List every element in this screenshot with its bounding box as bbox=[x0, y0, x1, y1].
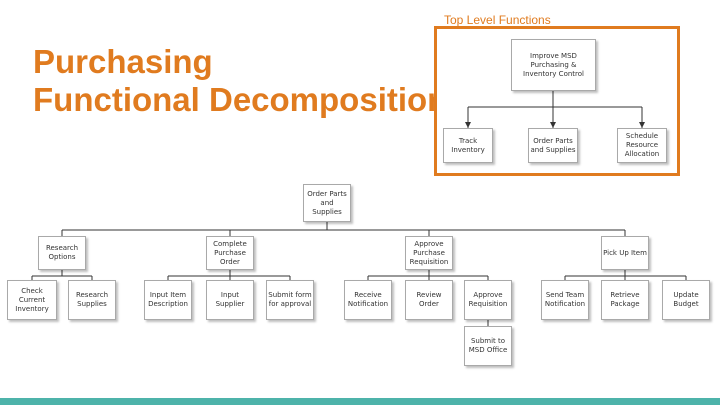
slide-title: Purchasing Functional Decomposition bbox=[33, 43, 447, 119]
slide-title-line-1: Purchasing bbox=[33, 43, 213, 80]
top-root-box: Improve MSD Purchasing & Inventory Contr… bbox=[511, 39, 596, 91]
level3-box-receive-notification: Receive Notification bbox=[344, 280, 392, 320]
footer-bar bbox=[0, 398, 720, 405]
decomp-root-box: Order Parts and Supplies bbox=[303, 184, 351, 222]
level3-box-send-team-notification: Send Team Notification bbox=[541, 280, 589, 320]
level3-box-submit-form: Submit form for approval bbox=[266, 280, 314, 320]
top-child-box-order-parts: Order Parts and Supplies bbox=[528, 128, 578, 163]
level3-box-check-current-inventory: Check Current Inventory bbox=[7, 280, 57, 320]
level2-box-pick-up-item: Pick Up Item bbox=[601, 236, 649, 270]
level3-box-input-supplier: Input Supplier bbox=[206, 280, 254, 320]
top-child-box-schedule-resource: Schedule Resource Allocation bbox=[617, 128, 667, 163]
level2-box-complete-purchase-order: Complete Purchase Order bbox=[206, 236, 254, 270]
top-level-functions-label: Top Level Functions bbox=[444, 13, 551, 27]
level2-box-approve-purchase-requisition: Approve Purchase Requisition bbox=[405, 236, 453, 270]
level3-box-research-supplies: Research Supplies bbox=[68, 280, 116, 320]
level3-box-input-item-description: Input Item Description bbox=[144, 280, 192, 320]
slide-title-line-2: Functional Decomposition bbox=[33, 81, 448, 118]
level3-box-retrieve-package: Retrieve Package bbox=[601, 280, 649, 320]
level4-box-submit-to-msd-office: Submit to MSD Office bbox=[464, 326, 512, 366]
level3-box-review-order: Review Order bbox=[405, 280, 453, 320]
level2-box-research-options: Research Options bbox=[38, 236, 86, 270]
level3-box-update-budget: Update Budget bbox=[662, 280, 710, 320]
top-child-box-track-inventory: Track Inventory bbox=[443, 128, 493, 163]
level3-box-approve-requisition: Approve Requisition bbox=[464, 280, 512, 320]
